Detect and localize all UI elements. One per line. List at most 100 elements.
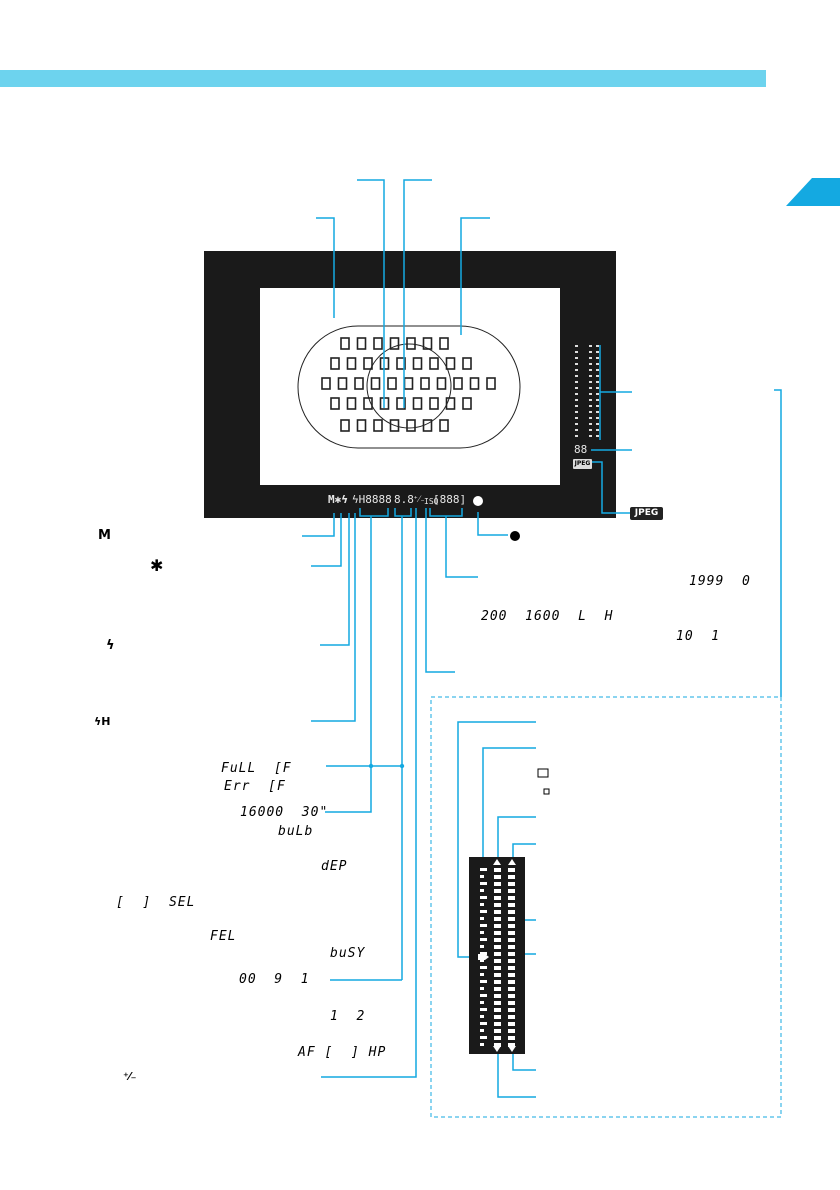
af-point (356, 419, 367, 432)
scale-tick (589, 399, 592, 401)
scale-tick (575, 435, 578, 437)
scale-segment (494, 868, 501, 872)
scale-level-tick (480, 1008, 487, 1011)
scale-level-tick (480, 966, 487, 969)
scale-tick (589, 387, 592, 389)
scale-arrow (508, 859, 516, 865)
scale-tick (589, 345, 592, 347)
scale-level-tick (480, 1015, 484, 1018)
scale-tick (596, 345, 599, 347)
scale-segment (508, 994, 515, 998)
af-point (406, 337, 416, 350)
scale-segment (508, 1015, 515, 1019)
scale-segment (508, 1043, 515, 1047)
scale-segment (494, 1015, 501, 1019)
scale-arrow (493, 1046, 501, 1052)
af-point (412, 397, 423, 410)
lcd-busy: buSY (330, 946, 366, 961)
af-point (469, 377, 480, 390)
scale-tick (575, 417, 578, 419)
header-band (0, 70, 766, 87)
scale-tick (575, 423, 578, 425)
af-point (330, 357, 340, 370)
scale-segment (508, 917, 515, 921)
exposure-comp-symbol: ⁺⁄₋ (123, 1070, 137, 1083)
af-point (354, 377, 364, 390)
af-point (436, 377, 447, 390)
scale-level-tick (480, 868, 487, 871)
vf-iso-label: ISO (424, 497, 439, 506)
scale-segment (494, 945, 501, 949)
af-point (389, 419, 400, 432)
scale-segment (508, 987, 515, 991)
scale-tick (589, 369, 592, 371)
scale-level-tick (480, 1001, 484, 1004)
scale-tick (575, 363, 578, 365)
lcd-shutter-range: 16000 30" (240, 805, 329, 820)
scale-segment (508, 938, 515, 942)
af-point (445, 357, 456, 370)
lcd-dep: dEP (321, 859, 348, 874)
vf-exposure-comp: ⁺⁄₋ (413, 495, 426, 505)
scale-segment (494, 1008, 501, 1012)
lcd-bulb: buLb (278, 824, 314, 839)
scale-segment (508, 980, 515, 984)
scale-tick (589, 435, 592, 437)
scale-level-tick (480, 875, 484, 878)
scale-level-tick (480, 952, 487, 955)
af-point (363, 397, 373, 410)
scale-segment (494, 903, 501, 907)
scale-level-tick (480, 903, 484, 906)
scale-level-tick (480, 896, 487, 899)
af-point (412, 357, 423, 370)
af-point (346, 397, 357, 410)
scale-segment (508, 973, 515, 977)
spot-metering-circle (366, 343, 452, 429)
scale-tick (596, 399, 599, 401)
scale-tick (596, 405, 599, 407)
scale-level-tick (480, 910, 487, 913)
lcd-full-cf: FuLL [F (221, 761, 292, 776)
af-point (356, 337, 367, 350)
scale-level-tick (480, 1043, 484, 1046)
lcd-shots-remaining: 1999 0 (689, 574, 751, 589)
scale-segment (494, 889, 501, 893)
scale-segment (494, 980, 501, 984)
scale-level-tick (480, 994, 487, 997)
scale-tick (575, 399, 578, 401)
manual-symbol: M (98, 528, 111, 543)
scale-tick (575, 393, 578, 395)
scale-segment (494, 875, 501, 879)
scale-level-tick (480, 945, 484, 948)
scale-segment (494, 1022, 501, 1026)
vf-iso-value: [888] (433, 493, 467, 506)
scale-segment (494, 924, 501, 928)
af-point (406, 419, 416, 432)
scale-segment (494, 931, 501, 935)
scale-tick (575, 405, 578, 407)
high-speed-flash-symbol: ϟH (94, 715, 111, 728)
vf-jpeg-indicator: JPEG (573, 459, 592, 469)
scale-tick (575, 375, 578, 377)
ae-lock-symbol: ✱ (150, 556, 164, 575)
scale-level-tick (480, 1029, 484, 1032)
scale-tick (589, 393, 592, 395)
scale-tick (575, 369, 578, 371)
scale-segment (508, 910, 515, 914)
scale-level-tick (480, 1022, 487, 1025)
scale-tick (589, 411, 592, 413)
scale-tick (596, 429, 599, 431)
scale-segment (508, 903, 515, 907)
lcd-err-cf: Err [F (224, 779, 286, 794)
lcd-one-two: 1 2 (330, 1009, 366, 1024)
scale-segment (494, 1043, 501, 1047)
scale-segment (508, 931, 515, 935)
scale-segment (508, 1036, 515, 1040)
af-point (337, 377, 348, 390)
af-point (396, 357, 406, 370)
vf-status-left: M✱ϟ (328, 493, 348, 506)
scale-tick (575, 357, 578, 359)
scale-level-tick (480, 959, 484, 962)
scale-level-tick (480, 1036, 487, 1039)
